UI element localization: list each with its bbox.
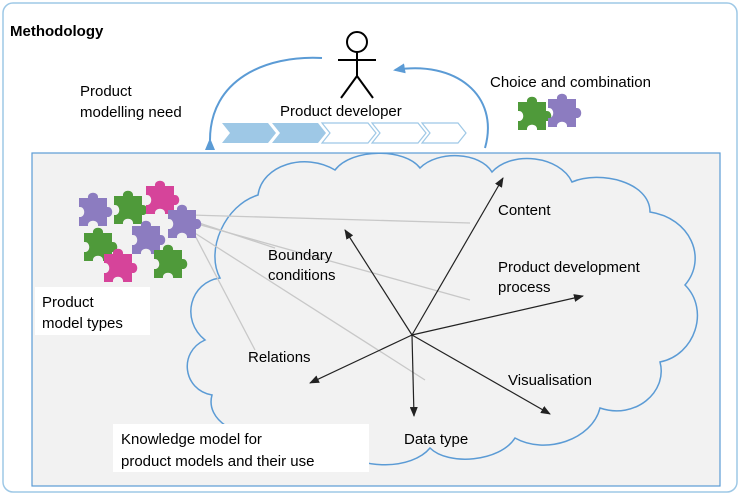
need-arrow xyxy=(204,56,323,151)
knowledge-label-box xyxy=(113,424,369,472)
modelling-need-line1: Product xyxy=(80,83,133,100)
dimension-arrows xyxy=(309,177,584,417)
modelling-need-line2: modelling need xyxy=(80,104,182,121)
model-types-line2: model types xyxy=(42,315,123,332)
chevron-process-icon xyxy=(222,122,467,144)
developer-label-bg xyxy=(268,99,433,121)
dimension-boundary-line2: conditions xyxy=(268,267,336,284)
dimension-content: Content xyxy=(498,202,551,219)
frame-title: Methodology xyxy=(10,23,104,40)
knowledge-label-line2: product models and their use xyxy=(121,453,314,470)
model-types-line1: Product xyxy=(42,294,95,311)
dimension-pdp-line2: process xyxy=(498,279,551,296)
dimension-relations: Relations xyxy=(248,349,311,366)
choice-label: Choice and combination xyxy=(490,74,651,91)
dimension-boundary-line1: Boundary xyxy=(268,247,333,264)
dimension-pdp-line1: Product development xyxy=(498,259,641,276)
model-types-box xyxy=(35,287,150,335)
knowledge-label-line1: Knowledge model for xyxy=(121,431,262,448)
cloud-shape xyxy=(186,152,699,466)
choice-arrow xyxy=(393,63,489,149)
stick-figure-icon xyxy=(338,31,376,99)
dimension-visualisation: Visualisation xyxy=(508,372,592,389)
dimension-data-type: Data type xyxy=(404,431,468,448)
connector-lines xyxy=(189,214,471,381)
developer-label: Product developer xyxy=(280,103,402,120)
